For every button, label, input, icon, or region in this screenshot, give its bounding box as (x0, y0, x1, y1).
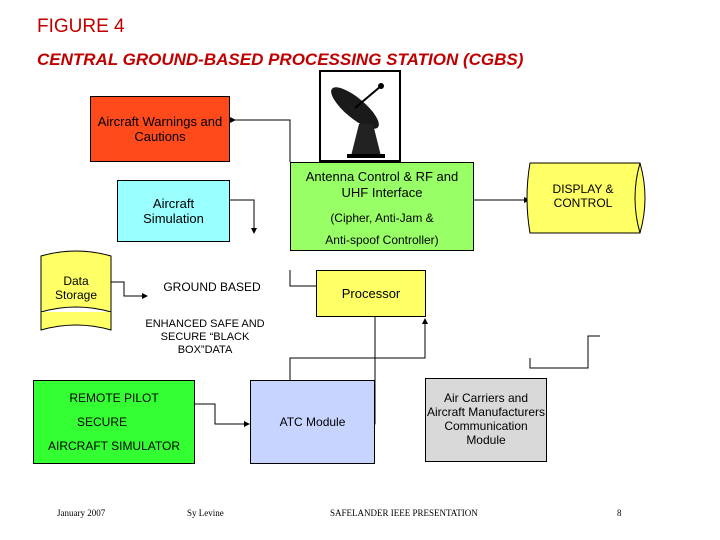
data-storage-label: Data Storage (54, 274, 98, 303)
satellite-dish-icon (319, 70, 401, 162)
antenna-control-sub-1: (Cipher, Anti-Jam & (330, 211, 434, 225)
display-control-label: DISPLAY & CONTROL (552, 182, 614, 211)
antenna-control-box: Antenna Control & RF and UHF Interface (… (290, 162, 474, 251)
display-control-box: DISPLAY & CONTROL (526, 162, 650, 234)
simulation-box: Aircraft Simulation (117, 180, 230, 242)
footer-date: January 2007 (57, 508, 106, 518)
footer-page-number: 8 (617, 508, 622, 518)
warnings-label: Aircraft Warnings and Cautions (97, 114, 223, 144)
air-carriers-box: Air Carriers and Aircraft Manufacturers … (425, 378, 547, 462)
warnings-box: Aircraft Warnings and Cautions (90, 96, 230, 162)
ground-based-label: GROUND BASED (163, 280, 261, 294)
antenna-control-label: Antenna Control & RF and UHF Interface (305, 169, 459, 200)
air-carriers-label: Air Carriers and Aircraft Manufacturers … (426, 391, 546, 447)
footer-author: Sy Levine (187, 508, 224, 518)
figure-label: FIGURE 4 (37, 16, 125, 37)
remote-pilot-line-3: AIRCRAFT SIMULATOR (47, 439, 181, 453)
remote-pilot-simulator-box: REMOTE PILOT SECURE AIRCRAFT SIMULATOR (33, 380, 195, 464)
simulation-label: Aircraft Simulation (143, 196, 204, 226)
figure-title: CENTRAL GROUND-BASED PROCESSING STATION … (37, 50, 524, 69)
black-box-label: ENHANCED SAFE AND SECURE “BLACK BOX”DATA (145, 318, 265, 357)
remote-pilot-line-1: REMOTE PILOT (69, 391, 159, 405)
processor-label: Processor (341, 286, 401, 301)
footer-presentation: SAFELANDER IEEE PRESENTATION (330, 508, 478, 518)
atc-module-box: ATC Module (250, 380, 375, 464)
data-storage-box: Data Storage (40, 250, 112, 334)
atc-module-label: ATC Module (279, 415, 346, 429)
processor-box: Processor (316, 270, 426, 317)
antenna-control-sub-2: Anti-spoof Controller) (325, 233, 439, 247)
remote-pilot-line-2: SECURE (76, 415, 127, 429)
